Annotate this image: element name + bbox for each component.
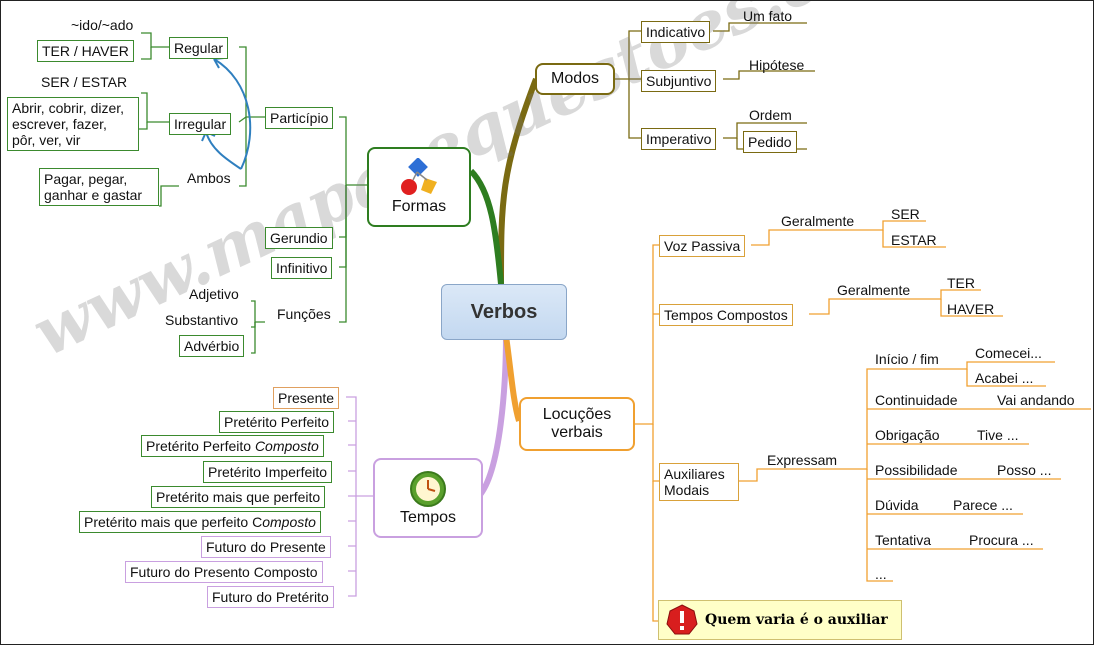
aux-continuidade[interactable]: Continuidade xyxy=(875,392,958,408)
tempo-presente[interactable]: Presente xyxy=(273,387,340,409)
tempo-preterito-perfeito[interactable]: Pretérito Perfeito xyxy=(219,411,335,433)
imperativo-ordem[interactable]: Ordem xyxy=(749,107,792,123)
tempo-futuro-presente-composto[interactable]: Futuro do Presento Composto xyxy=(125,561,323,583)
aux-comecei[interactable]: Comecei... xyxy=(975,345,1042,361)
imperativo-pedido[interactable]: Pedido xyxy=(743,131,797,153)
modos-label: Modos xyxy=(550,70,600,87)
formas-topic[interactable]: Formas xyxy=(367,147,471,227)
funcao-adjetivo[interactable]: Adjetivo xyxy=(189,286,239,302)
funcao-substantivo[interactable]: Substantivo xyxy=(165,312,239,328)
aux-acabei[interactable]: Acabei ... xyxy=(975,370,1034,386)
regular-ido-ado[interactable]: ~ido/~ado xyxy=(71,17,134,33)
infinitivo[interactable]: Infinitivo xyxy=(271,257,333,279)
auxiliares-modais[interactable]: Auxiliares Modais xyxy=(659,463,739,501)
tempos-compostos-ter[interactable]: TER xyxy=(947,275,975,291)
tempos-compostos-haver[interactable]: HAVER xyxy=(947,301,995,317)
tempo-futuro-preterito[interactable]: Futuro do Pretérito xyxy=(207,586,334,608)
tempos-label: Tempos xyxy=(399,509,457,526)
tempo-preterito-imperfeito[interactable]: Pretérito Imperfeito xyxy=(203,461,333,483)
tempo-mais-que-perfeito[interactable]: Pretérito mais que perfeito xyxy=(151,486,326,508)
formas-label: Formas xyxy=(391,198,447,215)
tempos-compostos[interactable]: Tempos Compostos xyxy=(659,304,793,326)
nota-texto: Quem varia é o auxiliar xyxy=(705,612,888,628)
funcao-adverbio[interactable]: Advérbio xyxy=(179,335,245,357)
irregular-verbos[interactable]: Abrir, cobrir, dizer, escrever, fazer, p… xyxy=(7,97,139,151)
aux-possibilidade[interactable]: Possibilidade xyxy=(875,462,958,478)
aux-parece[interactable]: Parece ... xyxy=(953,497,1013,513)
locucoes-topic[interactable]: Locuções verbais xyxy=(519,397,635,451)
tempos-compostos-geralmente[interactable]: Geralmente xyxy=(837,282,911,298)
regular-ter-haver[interactable]: TER / HAVER xyxy=(37,40,134,62)
tempos-topic[interactable]: Tempos xyxy=(373,458,483,538)
voz-passiva-ser[interactable]: SER xyxy=(891,206,920,222)
aux-inicio-fim[interactable]: Início / fim xyxy=(875,351,939,367)
irregular-ser-estar[interactable]: SER / ESTAR xyxy=(41,74,128,90)
warning-icon xyxy=(666,604,698,635)
aux-duvida[interactable]: Dúvida xyxy=(875,497,919,513)
participio-ambos[interactable]: Ambos xyxy=(187,170,231,186)
locucoes-label: Locuções verbais xyxy=(542,406,612,441)
participio-irregular[interactable]: Irregular xyxy=(169,113,232,135)
auxiliares-expressam[interactable]: Expressam xyxy=(767,452,838,468)
aux-tentativa[interactable]: Tentativa xyxy=(875,532,932,548)
modo-imperativo[interactable]: Imperativo xyxy=(641,128,717,150)
voz-passiva-geralmente[interactable]: Geralmente xyxy=(781,213,855,229)
participio[interactable]: Particípio xyxy=(265,107,334,129)
modo-subjuntivo[interactable]: Subjuntivo xyxy=(641,70,717,92)
subjuntivo-item[interactable]: Hipótese xyxy=(749,57,805,73)
indicativo-item[interactable]: Um fato xyxy=(743,8,793,24)
ambos-verbos[interactable]: Pagar, pegar, ganhar e gastar xyxy=(39,168,159,206)
funcoes[interactable]: Funções xyxy=(277,306,331,322)
shapes-icon xyxy=(401,158,437,195)
aux-tive[interactable]: Tive ... xyxy=(977,427,1019,443)
aux-obrigacao[interactable]: Obrigação xyxy=(875,427,940,443)
nota-auxiliar[interactable]: Quem varia é o auxiliar xyxy=(658,600,902,640)
voz-passiva-estar[interactable]: ESTAR xyxy=(891,232,937,248)
modos-topic[interactable]: Modos xyxy=(535,63,615,95)
voz-passiva[interactable]: Voz Passiva xyxy=(659,235,746,257)
clock-icon xyxy=(410,471,446,507)
participio-regular[interactable]: Regular xyxy=(169,37,229,59)
aux-more[interactable]: ... xyxy=(875,566,887,582)
aux-posso[interactable]: Posso ... xyxy=(997,462,1052,478)
tempo-preterito-perfeito-composto[interactable]: Pretérito Perfeito Composto xyxy=(141,435,324,457)
center-topic[interactable]: Verbos xyxy=(441,284,567,340)
aux-procura[interactable]: Procura ... xyxy=(969,532,1034,548)
aux-vai-andando[interactable]: Vai andando xyxy=(997,392,1075,408)
tempo-futuro-presente[interactable]: Futuro do Presente xyxy=(201,536,331,558)
modo-indicativo[interactable]: Indicativo xyxy=(641,21,711,43)
gerundio[interactable]: Gerundio xyxy=(265,227,333,249)
tempo-mais-que-perfeito-composto[interactable]: Pretérito mais que perfeito Composto xyxy=(79,511,321,533)
